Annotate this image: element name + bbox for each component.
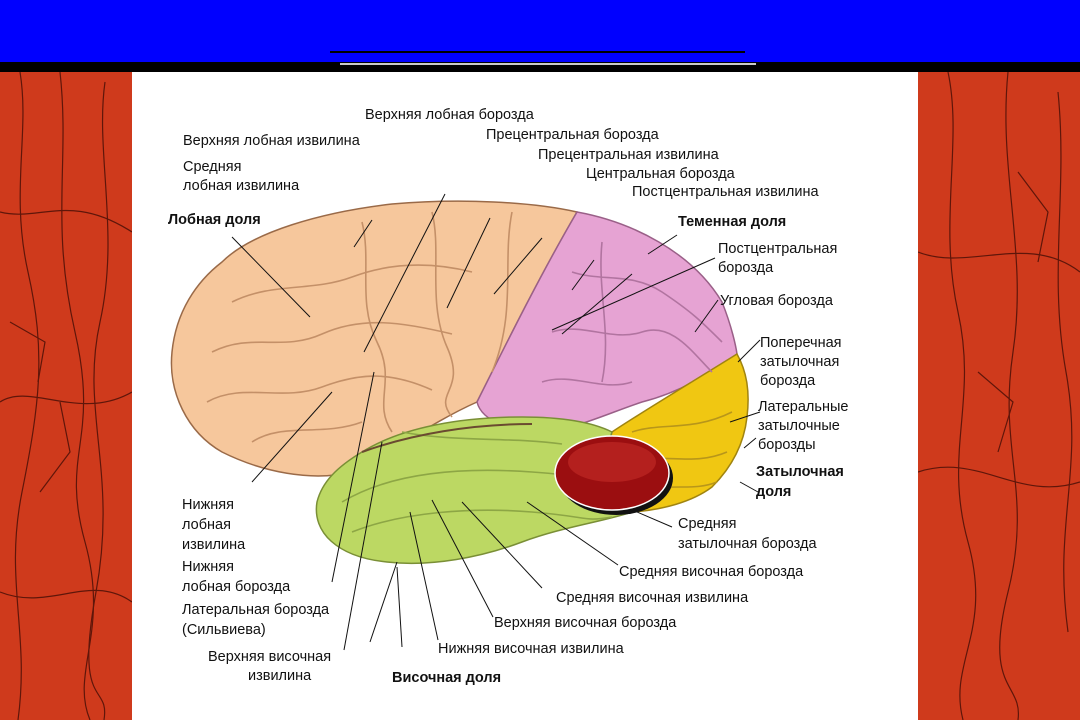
label-inf-frontal-gyrus-line3: извилина xyxy=(182,537,246,553)
label-inf-frontal-sulcus-line1: Нижняя xyxy=(182,559,234,575)
label-transverse-occipital-line1: Поперечная xyxy=(760,335,842,351)
label-transverse-occipital-line2: затылочная xyxy=(760,354,840,370)
temporal-lobe-region xyxy=(315,416,634,565)
brain-illustration xyxy=(170,193,761,651)
label-postcentral-gyrus: Постцентральная извилина xyxy=(632,184,819,200)
label-occipital-lobe-line1: Затылочная xyxy=(756,464,844,480)
frontal-gyri xyxy=(206,211,513,443)
left-texture-panel xyxy=(0,72,132,720)
right-texture-panel xyxy=(918,72,1080,720)
label-middle-temporal-sulcus: Средняя височная борозда xyxy=(619,564,804,580)
label-transverse-occipital-line3: борозда xyxy=(760,373,816,389)
label-middle-frontal-gyrus-line1: Средняя xyxy=(183,159,242,175)
frontal-lobe-region xyxy=(170,200,579,477)
label-occipital-lobe-line2: доля xyxy=(756,484,792,500)
parietal-gyri xyxy=(541,241,723,386)
label-inf-frontal-sulcus-line2: лобная борозда xyxy=(182,579,291,595)
label-lateral-occipital-line2: затылочные xyxy=(758,418,840,434)
label-inf-frontal-gyrus-line2: лобная xyxy=(182,517,231,533)
label-middle-temporal-gyrus: Средняя височная извилина xyxy=(556,590,749,606)
label-sup-frontal-gyrus: Верхняя лобная извилина xyxy=(183,133,360,149)
leader-lines xyxy=(231,193,761,651)
header-bottom-bar xyxy=(0,62,1080,72)
label-lateral-occipital-line1: Латеральные xyxy=(758,399,849,415)
label-frontal-lobe: Лобная доля xyxy=(168,212,261,228)
label-middle-occipital-line2: затылочная борозда xyxy=(678,536,817,552)
label-middle-occipital-line1: Средняя xyxy=(678,516,737,532)
label-sup-temporal-sulcus: Верхняя височная борозда xyxy=(494,615,677,631)
label-temporal-lobe: Височная доля xyxy=(392,670,502,686)
label-precentral-gyrus: Прецентральная извилина xyxy=(538,147,719,163)
label-inf-temporal-gyrus: Нижняя височная извилина xyxy=(438,641,624,657)
label-middle-frontal-gyrus-line2: лобная извилина xyxy=(183,178,300,194)
label-inf-frontal-gyrus-line1: Нижняя xyxy=(182,497,234,513)
label-parietal-lobe: Теменная доля xyxy=(678,214,787,230)
label-lateral-sulcus-line2: (Сильвиева) xyxy=(182,622,266,638)
label-central-sulcus: Центральная борозда xyxy=(586,166,735,182)
label-lateral-occipital-line3: борозды xyxy=(758,437,816,453)
label-sup-temporal-gyrus-line2: извилина xyxy=(248,668,312,684)
lateral-sulcus-line xyxy=(361,423,533,453)
header-title-underline xyxy=(330,51,745,53)
header-title-underline-shadow xyxy=(340,63,756,65)
label-sup-frontal-sulcus: Верхняя лобная борозда xyxy=(365,107,534,123)
label-sup-temporal-gyrus-line1: Верхняя височная xyxy=(208,649,332,665)
label-precentral-sulcus: Прецентральная борозда xyxy=(486,127,659,143)
brain-diagram-panel: Верхняя лобная борозда Верхняя лобная из… xyxy=(132,72,918,720)
label-postcentral-sulcus-line1: Постцентральная xyxy=(718,241,838,257)
label-lateral-sulcus-line1: Латеральная борозда xyxy=(182,602,330,618)
label-angular-sulcus: Угловая борозда xyxy=(720,293,833,309)
label-postcentral-sulcus-line2: борозда xyxy=(718,260,774,276)
